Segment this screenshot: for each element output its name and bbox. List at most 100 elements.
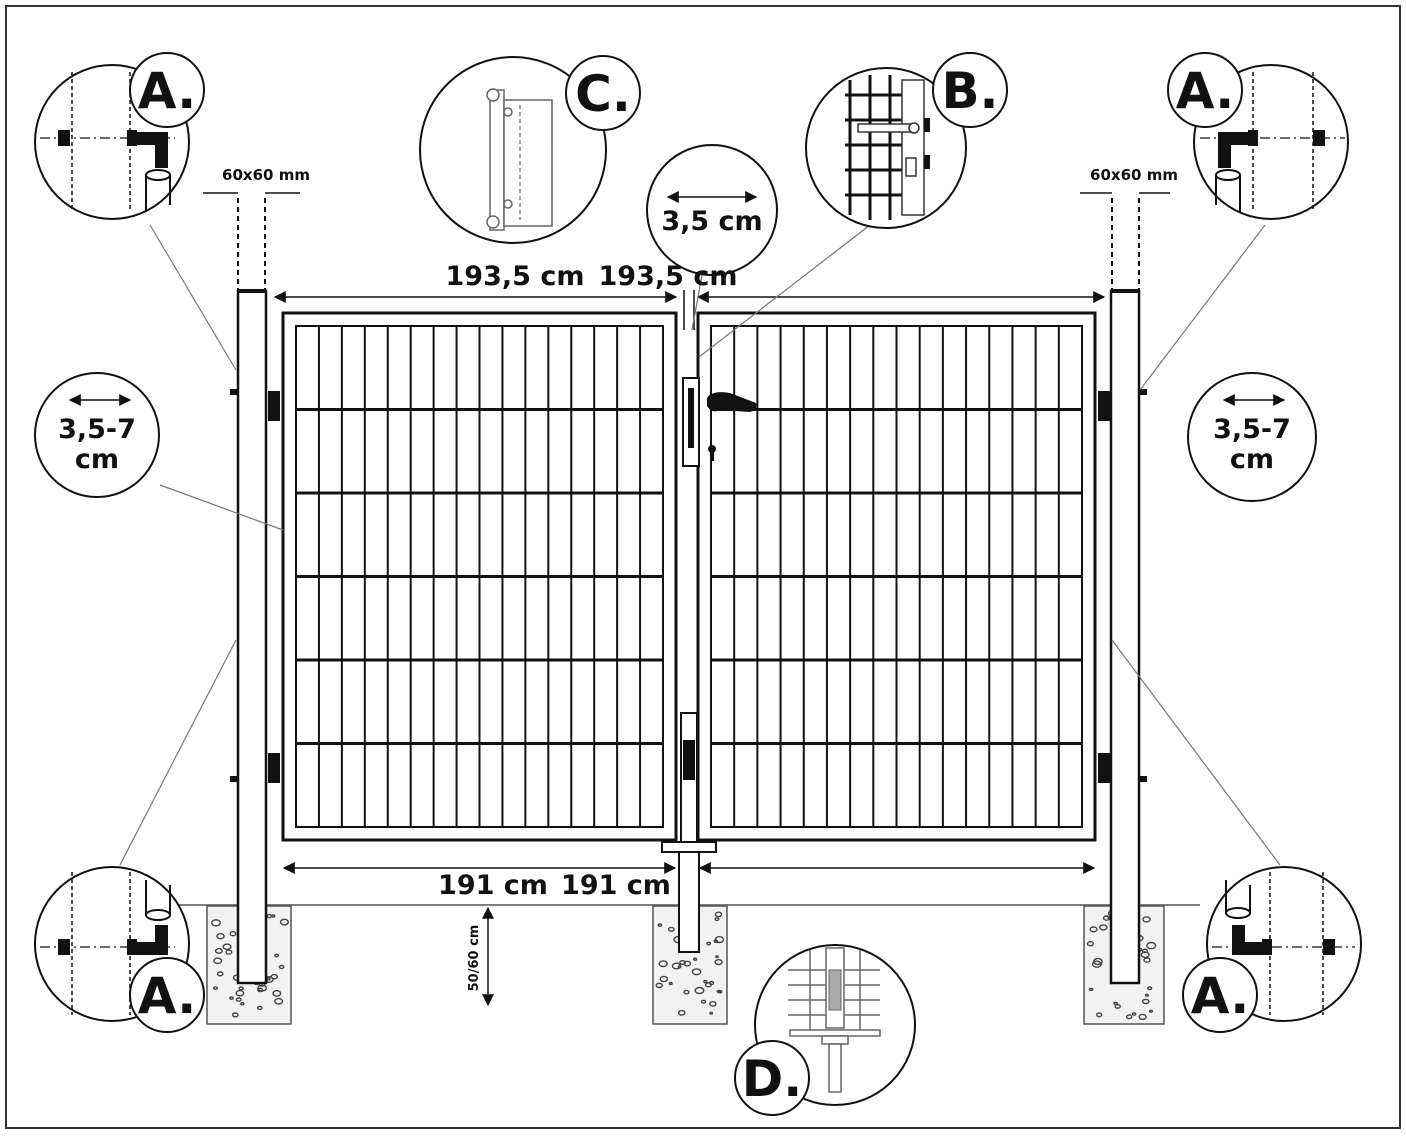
concrete-aggregate <box>229 996 234 1000</box>
clearance-unit-right: cm <box>1230 444 1274 475</box>
svg-text:A.: A. <box>138 62 197 120</box>
svg-text:D.: D. <box>742 1050 803 1108</box>
concrete-aggregate <box>229 931 237 937</box>
width-top-label-right: 193,5 cm <box>599 261 738 292</box>
concrete-aggregate <box>709 1001 717 1007</box>
concrete-aggregate <box>240 1002 245 1006</box>
concrete-aggregate <box>256 1005 263 1011</box>
concrete-aggregate <box>717 990 723 994</box>
concrete-aggregate <box>667 926 675 932</box>
concrete-aggregate <box>238 986 244 991</box>
badge-c: C. <box>565 55 641 131</box>
badge-a-bottom-left: A. <box>129 957 205 1033</box>
depth-label: 50/60 cm <box>467 925 482 992</box>
gate-leaf-right <box>696 311 1097 842</box>
concrete-aggregate <box>692 957 698 961</box>
concrete-aggregate <box>1086 941 1095 947</box>
detail-b <box>805 67 967 229</box>
clearance-circle-right <box>1187 372 1317 502</box>
concrete-aggregate <box>709 1011 714 1015</box>
svg-text:C.: C. <box>575 65 631 123</box>
hinges <box>230 389 1147 783</box>
post-left <box>236 289 268 985</box>
concrete-aggregate <box>683 989 690 995</box>
concrete-aggregate <box>715 955 719 959</box>
concrete-aggregate <box>216 971 224 977</box>
concrete-aggregate <box>1113 1001 1118 1005</box>
concrete-aggregate <box>1089 926 1098 933</box>
concrete-aggregate <box>694 986 705 995</box>
drop-bolt <box>661 712 717 953</box>
width-bottom-label-left: 191 cm <box>438 870 548 901</box>
post-size-label-right: 60x60 mm <box>1090 166 1178 184</box>
concrete-aggregate <box>1147 986 1153 991</box>
concrete-aggregate <box>1099 924 1108 931</box>
concrete-aggregate <box>1141 948 1149 954</box>
concrete-aggregate <box>274 953 280 958</box>
concrete-aggregate <box>657 923 663 927</box>
concrete-aggregate <box>677 965 682 969</box>
concrete-aggregate <box>700 999 707 1004</box>
concrete-aggregate <box>257 984 267 992</box>
concrete-aggregate <box>1102 915 1111 921</box>
concrete-aggregate <box>235 989 245 997</box>
concrete-aggregate <box>210 919 221 927</box>
leader-lines <box>119 224 1281 866</box>
concrete-aggregate <box>1131 1012 1137 1016</box>
width-bottom-label-right: 191 cm <box>561 870 671 901</box>
badge-b: B. <box>932 52 1008 128</box>
width-top-label-left: 193,5 cm <box>446 261 585 292</box>
concrete-aggregate <box>1095 1012 1103 1018</box>
concrete-aggregate <box>1114 1003 1121 1009</box>
concrete-aggregate <box>271 914 276 918</box>
concrete-aggregate <box>655 982 663 989</box>
concrete-aggregate <box>278 964 285 970</box>
page-border <box>5 5 1401 1129</box>
badge-d: D. <box>734 1040 810 1116</box>
concrete-aggregate <box>683 960 692 967</box>
concrete-aggregate <box>1088 987 1094 992</box>
concrete-aggregate <box>677 1009 686 1016</box>
concrete-aggregate <box>1148 1009 1153 1013</box>
concrete-aggregate <box>659 975 669 983</box>
concrete-aggregate <box>231 1012 239 1018</box>
concrete-aggregate <box>658 960 668 968</box>
concrete-aggregate <box>1144 993 1149 997</box>
gate-leaf-left <box>281 311 678 842</box>
top-width-dimensions <box>273 290 1106 330</box>
concrete-aggregate <box>216 933 225 940</box>
post-size-label-left: 60x60 mm <box>222 166 310 184</box>
concrete-aggregate <box>708 980 715 986</box>
concrete-aggregate <box>668 981 673 986</box>
concrete-aggregate <box>691 968 702 976</box>
badge-a-bottom-right: A. <box>1182 957 1258 1033</box>
concrete-aggregate <box>706 941 712 946</box>
lock-handle <box>682 377 757 467</box>
concrete-aggregate <box>225 949 233 955</box>
svg-text:A.: A. <box>138 967 197 1025</box>
gap-label: 3,5 cm <box>661 206 762 237</box>
clearance-circle-left <box>34 372 160 498</box>
clearance-label-left: 3,5-7 <box>58 414 136 445</box>
concrete-aggregate <box>272 990 282 997</box>
concrete-aggregate <box>714 917 720 922</box>
concrete-aggregate <box>212 986 218 990</box>
concrete-aggregate <box>279 918 290 926</box>
concrete-aggregate <box>214 947 223 954</box>
svg-text:B.: B. <box>941 62 998 120</box>
concrete-aggregate <box>703 979 708 984</box>
concrete-aggregate <box>1138 1013 1147 1021</box>
svg-text:A.: A. <box>1191 967 1250 1025</box>
concrete-aggregate <box>1125 1014 1133 1020</box>
post-size-guides <box>237 198 1140 290</box>
gap-circle <box>646 144 778 276</box>
concrete-aggregate <box>1093 957 1103 966</box>
detail-c <box>419 56 607 244</box>
concrete-aggregate <box>1142 998 1150 1005</box>
concrete-aggregate <box>270 973 278 980</box>
concrete-aggregate <box>257 987 264 993</box>
concrete-aggregate <box>679 959 686 966</box>
clearance-label-right: 3,5-7 <box>1213 414 1291 445</box>
